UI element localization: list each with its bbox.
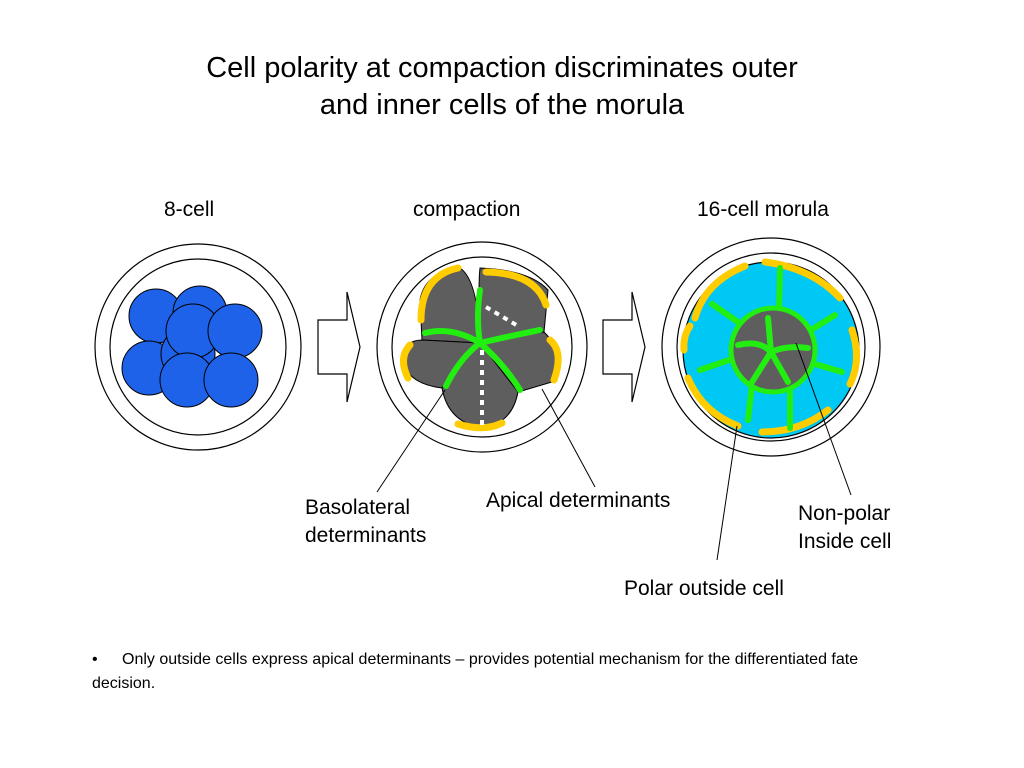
bullet-note: •Only outside cells express apical deter… bbox=[92, 648, 872, 696]
apical-band bbox=[546, 336, 562, 384]
apical-determinants bbox=[400, 264, 562, 432]
stage-label-8-cell: 8-cell bbox=[164, 198, 215, 221]
basolateral-band bbox=[477, 327, 543, 346]
apical-band bbox=[761, 258, 844, 302]
basolateral-band bbox=[422, 328, 483, 346]
inner-basolateral-border bbox=[749, 349, 774, 385]
blastomeres bbox=[121, 285, 263, 408]
bullet-text: Only outside cells express apical determ… bbox=[92, 651, 859, 692]
basolateral-determinants bbox=[422, 287, 543, 393]
compaction-embryo bbox=[376, 241, 588, 453]
label-non-polar: Non-polar Inside cell bbox=[798, 500, 891, 556]
apical-band bbox=[846, 326, 860, 388]
page-title: Cell polarity at compaction discriminate… bbox=[0, 50, 1004, 124]
apical-band bbox=[758, 406, 832, 436]
label-apical: Apical determinants bbox=[486, 489, 671, 512]
apical-band bbox=[417, 264, 462, 324]
label-basolateral: Basolateral determinants bbox=[305, 494, 426, 550]
outer-apical-layer bbox=[680, 258, 860, 436]
basolateral-band bbox=[443, 340, 483, 389]
eight-cell-embryo bbox=[94, 243, 302, 451]
apical-band bbox=[482, 268, 550, 309]
label-non-polar-line1: Non-polar bbox=[798, 502, 891, 525]
leader-apical bbox=[541, 388, 596, 488]
blastomere bbox=[203, 352, 259, 408]
arrow-right-icon bbox=[602, 291, 646, 403]
basolateral-band bbox=[805, 312, 838, 335]
apical-band bbox=[684, 374, 742, 430]
apical-band bbox=[454, 419, 506, 432]
basolateral-band bbox=[745, 381, 755, 423]
apical-band bbox=[680, 322, 694, 354]
stage-label-morula: 16-cell morula bbox=[697, 198, 829, 221]
stage-label-compaction: compaction bbox=[413, 198, 521, 221]
apical-band bbox=[400, 341, 414, 382]
label-basolateral-line1: Basolateral bbox=[305, 496, 411, 519]
inner-basolateral-border bbox=[765, 315, 774, 355]
label-basolateral-line2: determinants bbox=[305, 524, 427, 547]
apical-band bbox=[691, 262, 749, 322]
morula-embryo bbox=[661, 237, 881, 457]
arrow-right-icon bbox=[317, 291, 361, 403]
blastomere bbox=[207, 303, 263, 359]
label-non-polar-line2: Inside cell bbox=[798, 530, 892, 553]
leader-non-polar bbox=[795, 342, 852, 496]
title-line-1: Cell polarity at compaction discriminate… bbox=[206, 52, 798, 84]
basolateral-band bbox=[776, 265, 783, 315]
basolateral-band bbox=[697, 355, 738, 373]
title-line-2: and inner cells of the morula bbox=[319, 89, 685, 121]
leader-lines bbox=[376, 342, 852, 561]
cleavage-line bbox=[484, 305, 520, 328]
basolateral-band bbox=[477, 340, 523, 393]
label-polar-outside: Polar outside cell bbox=[624, 577, 784, 600]
bullet-marker: • bbox=[92, 651, 98, 668]
leader-polar-outside bbox=[716, 425, 738, 561]
inner-basolateral-border bbox=[768, 349, 791, 385]
basolateral-band bbox=[475, 287, 483, 346]
basolateral-band bbox=[812, 361, 845, 375]
leader-basolateral bbox=[376, 389, 446, 493]
